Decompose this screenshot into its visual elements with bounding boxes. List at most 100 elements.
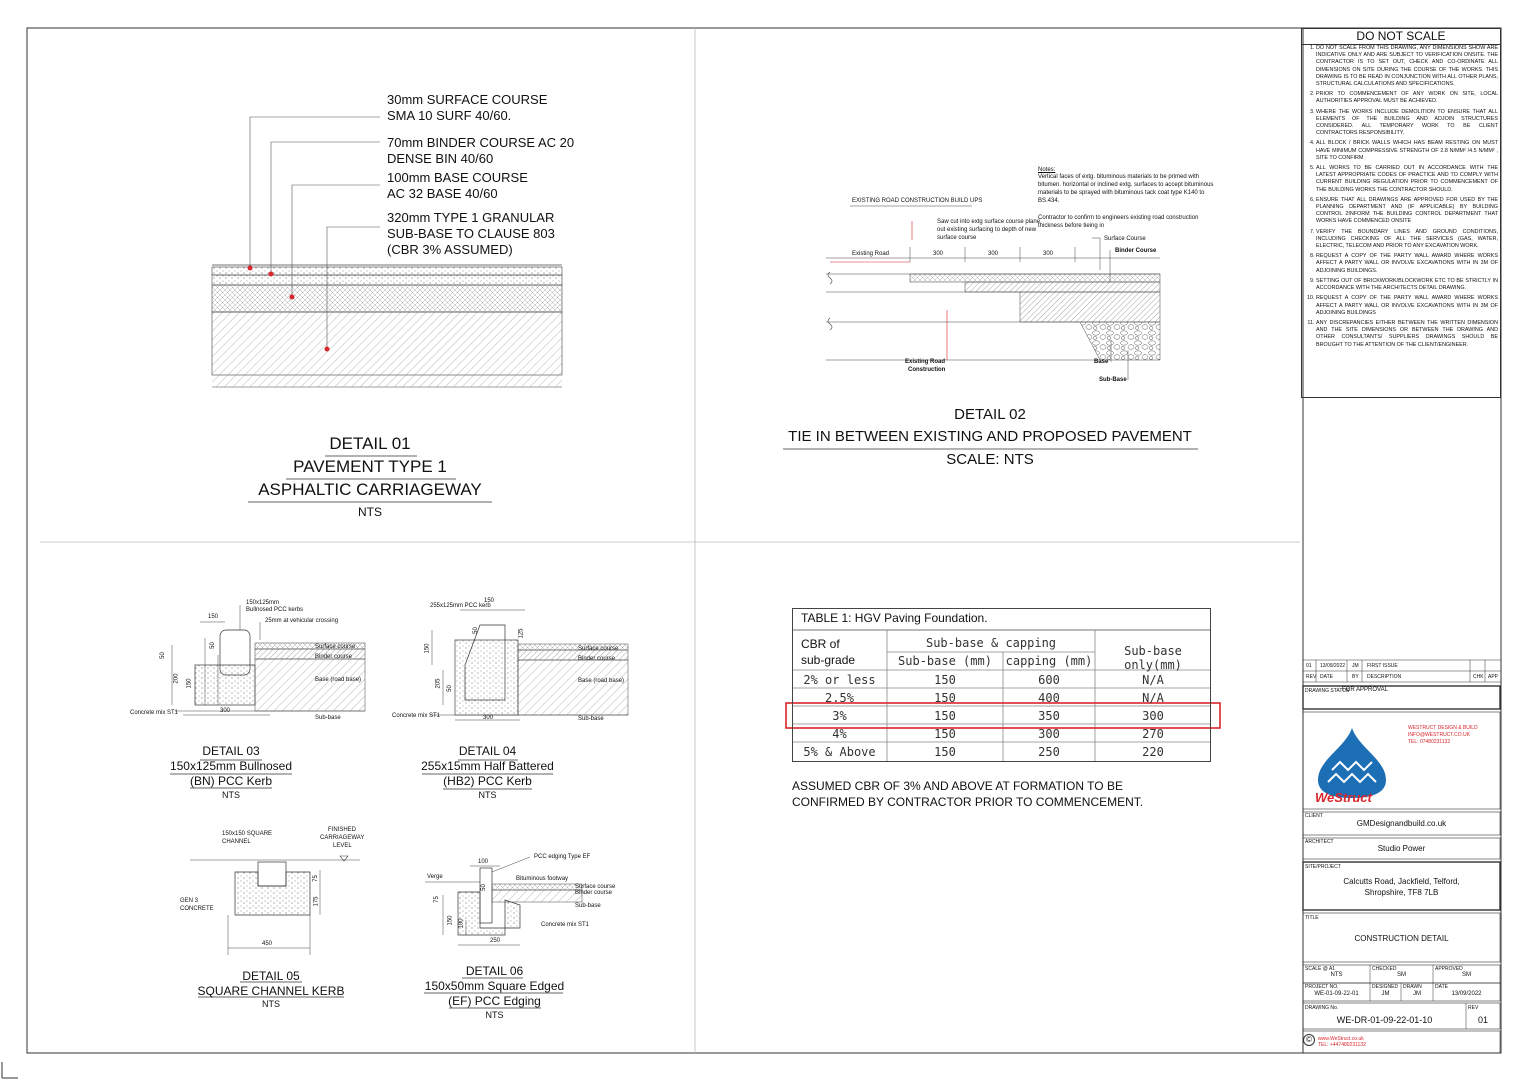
hgv-note-2: CONFIRMED BY CONTRACTOR PRIOR TO COMMENC… bbox=[792, 795, 1144, 809]
d04-scale: NTS bbox=[478, 790, 497, 800]
hgv-table: TABLE 1: HGV Paving Foundation. bbox=[792, 608, 1211, 762]
copyright-icon: © bbox=[1303, 1034, 1315, 1046]
hgv-cell-subbase: 150 bbox=[934, 727, 956, 741]
d03-base: Base (road base) bbox=[315, 677, 362, 683]
note-item: SETTING OUT OF BRICKWORK/BLOCKWORK ETC T… bbox=[1316, 278, 1498, 292]
d06-verge: Verge bbox=[427, 874, 443, 880]
d02-title1: DETAIL 02 bbox=[954, 406, 1026, 423]
tb-checked-cap: CHECKED bbox=[1372, 966, 1397, 972]
tb-company-1: WESTRUCT DESIGN & BUILD bbox=[1408, 725, 1478, 731]
d03-title2: 150x125mm Bullnosed bbox=[169, 759, 293, 773]
d04-d300: 300 bbox=[483, 715, 494, 721]
hgv-cell-capping: 250 bbox=[1038, 745, 1060, 759]
d04-concrete: Concrete mix ST1 bbox=[392, 713, 441, 719]
d05-d450: 450 bbox=[262, 941, 273, 947]
d01-layer2-line2: DENSE BIN 40/60 bbox=[387, 151, 494, 166]
d05-d175: 175 bbox=[313, 896, 320, 907]
d02-dim1: 300 bbox=[933, 251, 944, 257]
d02-base: Base bbox=[1094, 359, 1109, 365]
d02-existing-construction-1: Existing Road bbox=[905, 359, 946, 365]
tb-drawing: WE-DR-01-09-22-01-10 bbox=[1336, 1015, 1433, 1025]
d02-surface-course: Surface Course bbox=[1104, 236, 1146, 242]
d03-d150: 150 bbox=[186, 678, 193, 689]
tb-project-cap: PROJECT NO. bbox=[1305, 984, 1339, 990]
tb-architect: Studio Power bbox=[1377, 844, 1426, 853]
tb-rev: 01 bbox=[1477, 1015, 1488, 1025]
note-item: VERIFY THE BOUNDARY LINES AND GROUND CON… bbox=[1316, 229, 1498, 251]
tb-by-cap: BY bbox=[1352, 674, 1359, 680]
hgv-cell-only: N/A bbox=[1142, 691, 1164, 705]
d02-existing-road: Existing Road bbox=[852, 251, 890, 257]
tb-rev-date: 13/09/2022 bbox=[1320, 663, 1346, 669]
tb-drawing-cap: DRAWING No. bbox=[1305, 1005, 1339, 1011]
tb-footer-1: www.WeStruct.co.uk bbox=[1318, 1036, 1364, 1042]
d03-title1: DETAIL 03 bbox=[202, 744, 260, 758]
detail01-section bbox=[211, 116, 563, 503]
d06-d75: 75 bbox=[433, 896, 440, 903]
general-notes: DO NOT SCALE DO NOT SCALE FROM THIS DRAW… bbox=[1301, 28, 1501, 398]
d04-title2: 255x15mm Half Battered bbox=[421, 759, 554, 773]
d05-gen-1: GEN 3 bbox=[180, 898, 199, 904]
d04-binder: Binder course bbox=[578, 656, 616, 662]
d01-layer4-line2: SUB-BASE TO CLAUSE 803 bbox=[387, 226, 555, 241]
d02-notes-1: Vertical faces of extg. bituminous mater… bbox=[1038, 174, 1200, 180]
tb-drawn-cap: DRAWN bbox=[1403, 984, 1422, 990]
tb-site-2: Shropshire, TF8 7LB bbox=[1364, 888, 1439, 897]
tb-site-cap: SITE/PROJECT bbox=[1305, 864, 1341, 870]
tb-site-1: Calcutts Road, Jackfield, Telford, bbox=[1343, 877, 1460, 886]
d06-subbase: Sub-base bbox=[575, 903, 601, 909]
tb-drawn: JM bbox=[1413, 991, 1421, 997]
d06-edging: PCC edging Type EF bbox=[534, 854, 591, 860]
tb-client: GMDesignandbuild.co.uk bbox=[1356, 819, 1447, 828]
d03-title3: (BN) PCC Kerb bbox=[189, 774, 272, 788]
d01-layer4-line3: (CBR 3% ASSUMED) bbox=[387, 242, 513, 257]
d03-scale: NTS bbox=[222, 790, 240, 800]
d03-w150: 150 bbox=[208, 614, 219, 620]
d02-contractor-1: Contractor to confirm to engineers exist… bbox=[1038, 215, 1199, 221]
d01-layer1-line2: SMA 10 SURF 40/60. bbox=[387, 108, 512, 123]
d03-subbase: Sub-base bbox=[315, 715, 341, 721]
d01-title3: ASPHALTIC CARRIAGEWAY bbox=[258, 480, 482, 499]
d02-sawcut-3: surface course bbox=[937, 235, 977, 241]
hgv-cell-cbr: 4% bbox=[832, 727, 847, 741]
d03-d200: 200 bbox=[173, 673, 180, 684]
hgv-cell-subbase: 150 bbox=[934, 673, 956, 687]
tb-rev-no: 01 bbox=[1306, 663, 1312, 669]
d04-d50: 50 bbox=[472, 627, 479, 634]
d04-subbase: Sub-base bbox=[578, 716, 604, 722]
hgv-cell-capping: 600 bbox=[1038, 673, 1060, 687]
d06-title1: DETAIL 06 bbox=[465, 964, 524, 978]
tb-app-cap: APP bbox=[1488, 674, 1499, 680]
tb-client-cap: CLIENT bbox=[1305, 813, 1323, 819]
d02-sawcut-2: out existing surfacing to depth of new bbox=[937, 227, 1037, 233]
d05-finished-3: LEVEL bbox=[333, 843, 352, 849]
hgv-cell-only: N/A bbox=[1142, 673, 1164, 687]
tb-project: WE-01-09-22-01 bbox=[1314, 991, 1359, 997]
hgv-cell-cbr: 2.5% bbox=[825, 691, 854, 705]
detail04-section bbox=[422, 609, 629, 790]
tb-company-3: TEL: 07480231132 bbox=[1408, 739, 1451, 745]
note-item: REQUEST A COPY OF THE PARTY WALL AWARD W… bbox=[1316, 253, 1498, 275]
hgv-group-header: Sub-base & capping bbox=[925, 636, 1057, 650]
tb-scale-cap: SCALE @ A1 bbox=[1305, 966, 1336, 972]
d01-scale: NTS bbox=[358, 505, 382, 519]
d04-kerb: 255x125mm PCC kerb bbox=[430, 603, 491, 609]
detail06-section bbox=[424, 856, 583, 1009]
tb-approved-cap: APPROVED bbox=[1435, 966, 1463, 972]
d04-surface: Surface course bbox=[578, 646, 619, 652]
d05-scale: NTS bbox=[262, 999, 280, 1009]
d03-d300: 300 bbox=[220, 708, 231, 714]
note-item: ENSURE THAT ALL DRAWINGS ARE APPROVED FO… bbox=[1316, 197, 1498, 226]
d06-d150: 150 bbox=[447, 915, 454, 926]
d04-d125: 125 bbox=[518, 628, 525, 639]
note-item: ALL WORKS TO BE CARRIED OUT IN ACCORDANC… bbox=[1316, 165, 1498, 194]
cbr-3-highlight bbox=[785, 702, 1221, 729]
hgv-cell-cbr: 5% & Above bbox=[803, 745, 876, 759]
d06-d100b: 100 bbox=[458, 918, 465, 929]
d01-title1: DETAIL 01 bbox=[329, 434, 411, 453]
d04-d50b: 50 bbox=[446, 685, 453, 692]
hgv-cell-subbase: 150 bbox=[934, 709, 956, 723]
hgv-cell-only: 270 bbox=[1142, 727, 1164, 741]
d03-d50: 50 bbox=[159, 652, 166, 659]
tb-architect-cap: ARCHITECT bbox=[1305, 839, 1334, 845]
